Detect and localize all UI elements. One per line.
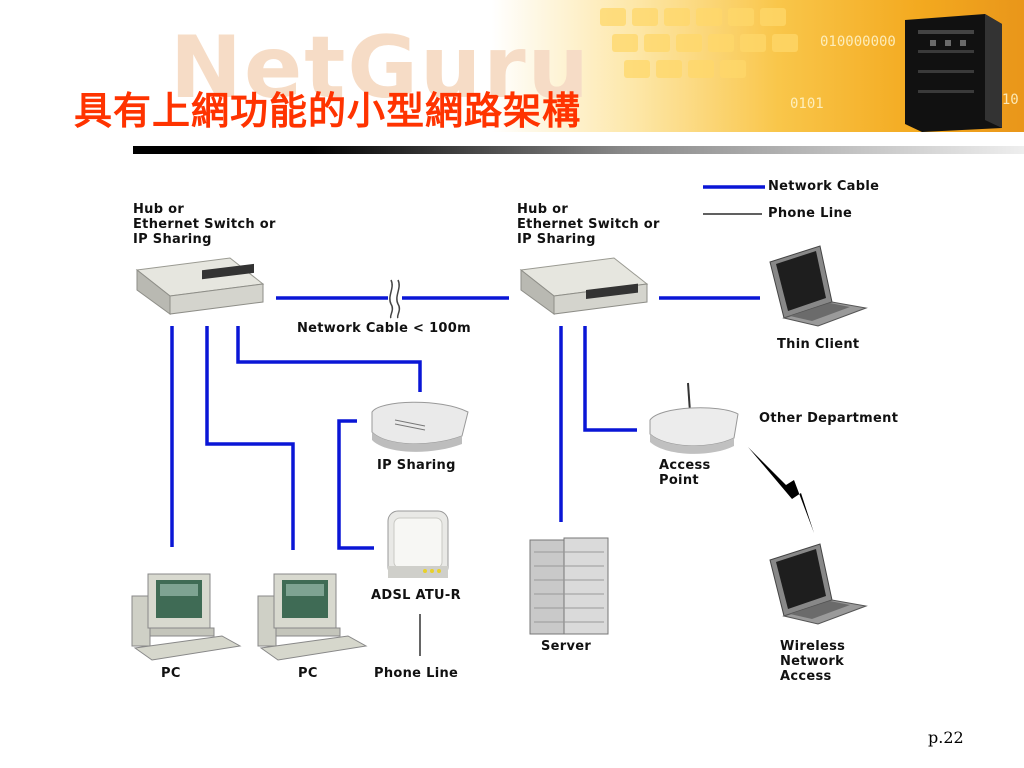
binary-decoration: 0101 bbox=[790, 96, 824, 112]
pc-1-icon bbox=[131, 573, 242, 661]
header-banner: NetGuru 010000000 0101 0110 bbox=[0, 0, 1024, 132]
access-point-label: Access Point bbox=[659, 458, 711, 488]
netguru-watermark-logo: NetGuru bbox=[170, 18, 591, 118]
pc-1-label: PC bbox=[161, 666, 181, 681]
legend-network-cable-label: Network Cable bbox=[768, 179, 880, 194]
ip-sharing-label: IP Sharing bbox=[377, 458, 456, 473]
banner-gradient bbox=[0, 0, 1024, 132]
ip-sharing-router-icon bbox=[371, 401, 469, 452]
binary-decoration: 010000000 bbox=[820, 34, 896, 50]
adsl-modem-icon bbox=[387, 510, 449, 578]
hub-left-icon bbox=[135, 257, 265, 315]
title-underline bbox=[133, 146, 1024, 154]
legend-phone-line-label: Phone Line bbox=[768, 206, 853, 221]
wireless-signal-icon bbox=[748, 447, 814, 533]
slide-title: 具有上網功能的小型網路架構 bbox=[74, 88, 582, 133]
server-tower-image bbox=[905, 14, 1002, 132]
pc-2-icon bbox=[257, 573, 368, 661]
cable-length-label: Network Cable < 100m bbox=[297, 321, 471, 336]
server-label: Server bbox=[541, 639, 592, 654]
thin-client-label: Thin Client bbox=[777, 337, 860, 352]
network-cables bbox=[170, 296, 760, 550]
other-department-label: Other Department bbox=[759, 411, 899, 426]
hub-right-label: Hub or Ethernet Switch or IP Sharing bbox=[517, 202, 660, 247]
hub-right-icon bbox=[519, 257, 649, 315]
adsl-label: ADSL ATU-R bbox=[371, 588, 461, 603]
thin-client-laptop-icon bbox=[769, 245, 868, 327]
wireless-laptop-icon bbox=[769, 543, 868, 625]
wireless-network-access-label: Wireless Network Access bbox=[780, 639, 846, 684]
server-icon bbox=[529, 537, 609, 635]
phone-line-label: Phone Line bbox=[374, 666, 459, 681]
page-number: p.22 bbox=[928, 728, 964, 747]
banner-art bbox=[600, 8, 1002, 132]
hub-left-label: Hub or Ethernet Switch or IP Sharing bbox=[133, 202, 276, 247]
access-point-icon bbox=[649, 382, 739, 454]
cable-break-mark bbox=[389, 279, 401, 319]
pc-2-label: PC bbox=[298, 666, 318, 681]
